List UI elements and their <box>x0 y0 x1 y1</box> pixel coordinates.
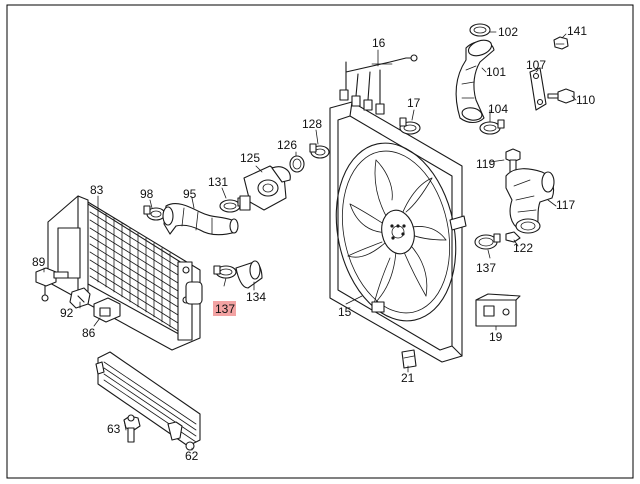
callout-134: 134 <box>246 290 266 304</box>
callout-19: 19 <box>489 330 503 344</box>
part-125-thermostat-housing <box>239 165 291 211</box>
fan-assembly-15 <box>329 101 467 363</box>
callout-137-highlight <box>213 301 236 316</box>
part-104-clamp <box>479 119 505 135</box>
part-63-bolt <box>123 414 141 443</box>
callout-17: 17 <box>407 96 421 110</box>
part-119-bolt <box>505 148 521 173</box>
callout-15: 15 <box>338 305 352 319</box>
callout-125: 125 <box>240 151 260 165</box>
callout-21: 21 <box>401 371 415 385</box>
callout-119: 119 <box>476 157 495 171</box>
part-117-pipe <box>505 168 555 234</box>
part-122-clip <box>505 231 521 243</box>
part-98-clamp <box>143 205 166 221</box>
callout-141: 141 <box>567 24 587 38</box>
callout-131: 131 <box>208 175 228 189</box>
callout-110: 110 <box>576 93 595 107</box>
callout-107: 107 <box>526 58 546 72</box>
oil-cooler-62 <box>95 351 201 451</box>
part-107-bracket <box>529 67 547 111</box>
callout-63: 63 <box>107 422 121 436</box>
callout-86: 86 <box>82 326 96 340</box>
callout-117: 117 <box>556 198 575 212</box>
callout-137-right: 137 <box>476 261 496 275</box>
part-19-bracket <box>475 293 521 327</box>
part-102-seal <box>469 23 491 37</box>
callout-62: 62 <box>185 449 199 463</box>
part-128-clamp <box>309 143 330 159</box>
callout-92: 92 <box>60 306 74 320</box>
callout-122: 122 <box>513 241 533 255</box>
callout-126: 126 <box>277 138 297 152</box>
part-21-clip <box>401 349 417 369</box>
callout-95: 95 <box>183 187 197 201</box>
part-86-bracket <box>93 297 121 323</box>
radiator-83 <box>47 195 203 351</box>
part-95-hose <box>162 203 239 236</box>
callout-labels: 16 102 141 101 107 110 17 104 128 126 12… <box>32 24 595 463</box>
part-16-wiring-harness <box>339 54 418 115</box>
callout-128: 128 <box>302 117 322 131</box>
leader-lines <box>43 31 577 451</box>
part-141-nut <box>553 36 569 50</box>
part-134-hose <box>235 260 263 289</box>
part-92-clip <box>69 287 91 309</box>
part-110-bolt <box>547 88 575 104</box>
callout-98: 98 <box>140 187 154 201</box>
callout-83: 83 <box>90 183 104 197</box>
part-137-clamp-right <box>474 233 501 250</box>
part-137-clamp-left <box>213 265 237 279</box>
callout-101: 101 <box>486 65 506 79</box>
part-101-hose <box>455 39 495 124</box>
part-126-seal-ring <box>289 155 305 173</box>
callout-16: 16 <box>372 36 386 50</box>
part-89-bolt <box>35 267 69 302</box>
callout-89: 89 <box>32 255 46 269</box>
diagram-frame <box>6 4 634 479</box>
callout-104: 104 <box>488 102 508 116</box>
callout-137-highlighted: 137 <box>215 302 235 316</box>
callout-102: 102 <box>498 25 518 39</box>
part-17-clamp <box>399 117 421 135</box>
